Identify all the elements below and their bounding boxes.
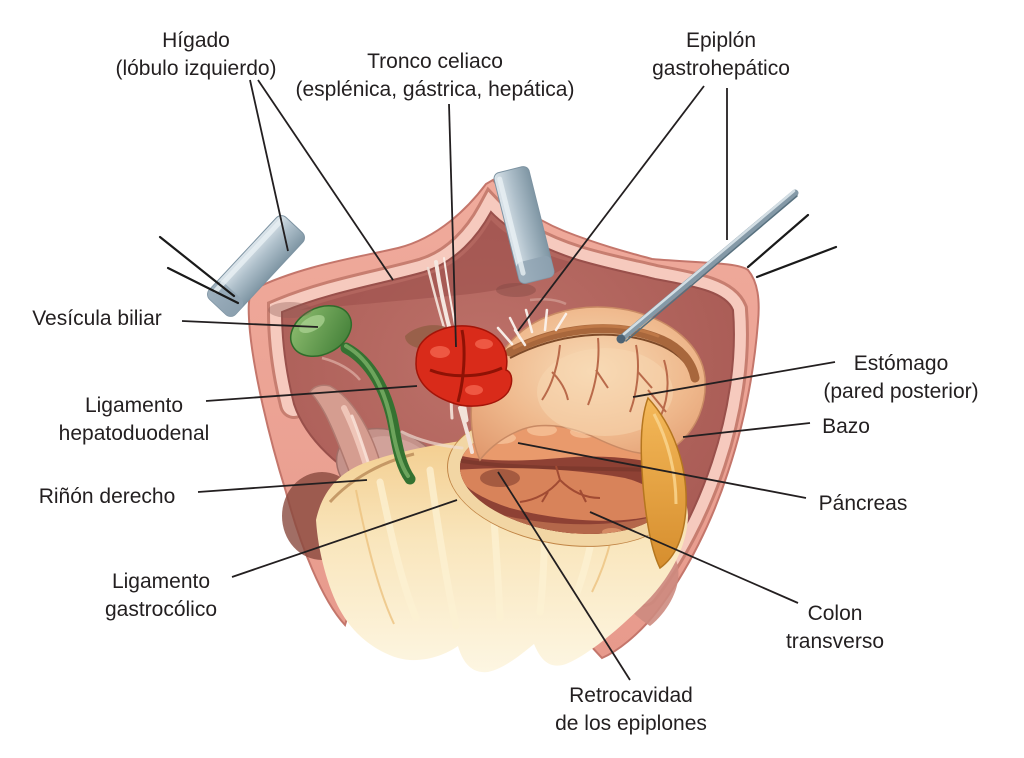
stomach-highlight bbox=[537, 348, 673, 436]
pancreas-lower-crease bbox=[454, 458, 656, 472]
leader-line-colon-transverso bbox=[589, 511, 799, 604]
leader-line-epiplon-gastrohepatico bbox=[517, 85, 705, 332]
label-higado: Hígado(lóbulo izquierdo) bbox=[115, 29, 394, 281]
leader-line-retrocavidad bbox=[497, 471, 631, 681]
label-text-estomago: Estómago(pared posterior) bbox=[823, 352, 978, 403]
liver-top-shadow bbox=[300, 220, 570, 310]
label-text-pancreas: Páncreas bbox=[819, 492, 908, 515]
celiac-highlights bbox=[430, 339, 493, 395]
gallbladder-shape bbox=[290, 304, 416, 485]
liver-highlight-2 bbox=[529, 297, 567, 306]
retractor-left bbox=[207, 215, 312, 318]
spleen-shape bbox=[640, 396, 687, 570]
celiac-creases bbox=[429, 329, 503, 403]
leader-line-pancreas bbox=[517, 442, 807, 499]
lesser-sac-shadow bbox=[480, 469, 520, 487]
leader-line-ligamento-gastrocolico bbox=[231, 499, 458, 578]
leader-line-estomago bbox=[632, 361, 836, 398]
gallbladder-highlight bbox=[299, 314, 325, 334]
rod-retractor-right bbox=[616, 189, 799, 344]
curvature-band-highlight bbox=[512, 324, 660, 350]
leader-line-ligamento-hepatoduodenal bbox=[205, 385, 418, 402]
label-bazo: Bazo bbox=[682, 415, 870, 438]
label-tronco-celiaco: Tronco celiaco(esplénica, gástrica, hepá… bbox=[296, 50, 575, 348]
spleen-highlight bbox=[652, 413, 678, 505]
label-text-higado: Hígado(lóbulo izquierdo) bbox=[115, 29, 276, 80]
leader-line-rinon-derecho bbox=[197, 479, 368, 493]
leader-line-higado bbox=[257, 79, 394, 281]
liver-highlight bbox=[321, 356, 361, 381]
retractor-center bbox=[493, 166, 555, 297]
labels-layer: Hígado(lóbulo izquierdo) Tronco celiaco(e… bbox=[32, 29, 978, 735]
label-text-tronco-celiaco: Tronco celiaco(esplénica, gástrica, hepá… bbox=[296, 50, 575, 101]
leader-line-tronco-celiaco bbox=[448, 103, 457, 348]
leader-line-higado bbox=[249, 79, 289, 252]
stay-suture-line bbox=[166, 266, 240, 305]
label-text-bazo: Bazo bbox=[822, 415, 870, 438]
leader-line-bazo bbox=[682, 422, 811, 438]
rod-tip bbox=[616, 334, 626, 344]
label-rinon-derecho: Riñón derecho bbox=[39, 479, 368, 508]
stay-suture-line bbox=[746, 213, 810, 269]
leader-line-vesicula-biliar bbox=[181, 320, 319, 328]
celiac-trunk-shape bbox=[405, 325, 513, 407]
label-estomago: Estómago(pared posterior) bbox=[632, 352, 979, 403]
label-text-vesicula-biliar: Vesícula biliar bbox=[32, 307, 162, 330]
label-pancreas: Páncreas bbox=[517, 442, 908, 515]
stay-suture-line bbox=[755, 245, 838, 279]
stay-suture-lines bbox=[158, 213, 838, 305]
curvature-band bbox=[505, 324, 700, 383]
cystic-duct-highlight bbox=[344, 344, 410, 478]
label-vesicula-biliar: Vesícula biliar bbox=[32, 307, 319, 330]
stay-suture-line bbox=[158, 235, 236, 298]
lesser-sac-vessels bbox=[519, 465, 601, 503]
label-text-rinon-derecho: Riñón derecho bbox=[39, 485, 176, 508]
